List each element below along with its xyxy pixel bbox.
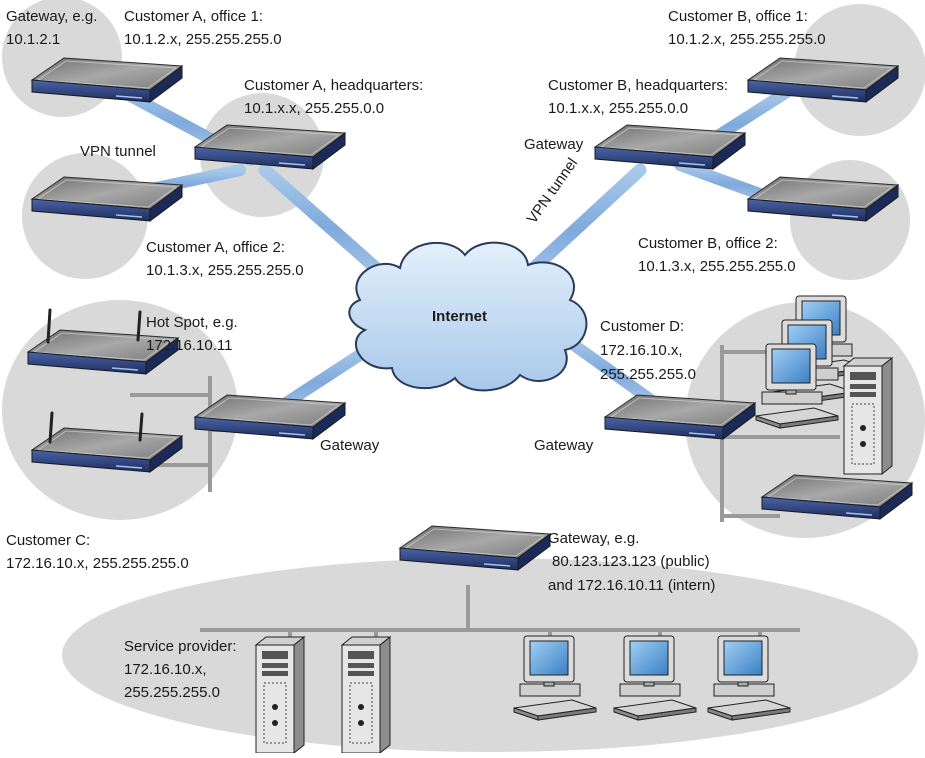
service-provider-title: Service provider: xyxy=(124,638,237,655)
server-sp-1 xyxy=(255,636,305,754)
gateway-d-label: Gateway xyxy=(534,437,594,454)
customer-a-hq-ip: 10.1.x.x, 255.255.0.0 xyxy=(244,100,385,117)
vpn-tunnel-left-label: VPN tunnel xyxy=(80,143,156,160)
gateway-sp-intern: and 172.16.10.11 (intern) xyxy=(548,577,716,594)
hotspot-ip: 172.16.10.11 xyxy=(146,337,233,354)
gateway-c-label: Gateway xyxy=(320,437,380,454)
customer-b-office1-ip: 10.1.2.x, 255.255.255.0 xyxy=(668,31,826,48)
internet-cloud xyxy=(348,241,588,392)
customer-b-office1-title: Customer B, office 1: xyxy=(668,8,808,25)
gateway-sp-title: Gateway, e.g. xyxy=(548,530,640,547)
gateway-a-ip: 10.1.2.1 xyxy=(6,31,61,48)
service-provider-ip: 172.16.10.x, xyxy=(124,661,207,678)
customer-c-ip: 172.16.10.x, 255.255.255.0 xyxy=(6,555,189,572)
customer-a-office1-ip: 10.1.2.x, 255.255.255.0 xyxy=(124,31,282,48)
hotspot-antennas xyxy=(46,308,144,444)
service-provider-mask: 255.255.255.0 xyxy=(124,684,220,701)
customer-a-office2-title: Customer A, office 2: xyxy=(146,239,285,256)
customer-b-office2-title: Customer B, office 2: xyxy=(638,235,778,252)
customer-d-title: Customer D: xyxy=(600,318,685,335)
internet-label: Internet xyxy=(432,308,488,325)
customer-a-office2-ip: 10.1.3.x, 255.255.255.0 xyxy=(146,262,304,279)
customer-b-office2-ip: 10.1.3.x, 255.255.255.0 xyxy=(638,258,796,275)
router-customer-b-hq xyxy=(594,124,746,170)
router-customer-b-office2 xyxy=(747,176,899,222)
customer-c-title: Customer C: xyxy=(6,532,91,549)
router-gateway-d xyxy=(604,394,756,440)
hotspot-title: Hot Spot, e.g. xyxy=(146,314,238,331)
server-sp-2 xyxy=(341,636,391,754)
customer-b-hq-ip: 10.1.x.x, 255.255.0.0 xyxy=(548,100,689,117)
gateway-a-title: Gateway, e.g. xyxy=(6,8,98,25)
server-d xyxy=(843,357,893,475)
gateway-sp-public: 80.123.123.123 (public) xyxy=(552,553,710,570)
customer-d-mask: 255.255.255.0 xyxy=(600,366,696,383)
customer-b-hq-title: Customer B, headquarters: xyxy=(548,77,729,94)
gateway-b-label: Gateway xyxy=(524,136,584,153)
zone-customer-c xyxy=(2,300,238,520)
customer-a-hq-title: Customer A, headquarters: xyxy=(244,77,424,94)
customer-a-office1-title: Customer A, office 1: xyxy=(124,8,263,25)
customer-d-ip: 172.16.10.x, xyxy=(600,342,683,359)
